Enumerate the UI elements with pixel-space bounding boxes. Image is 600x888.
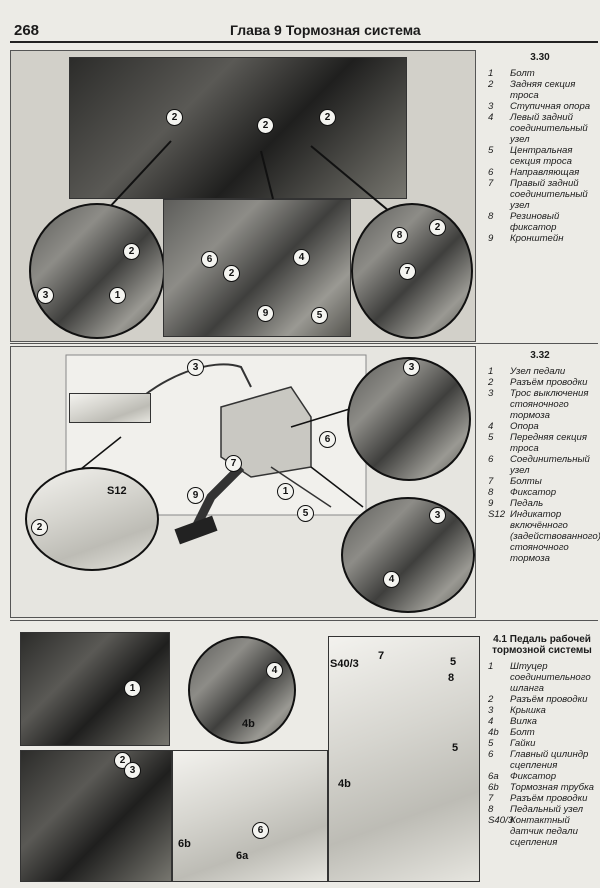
- callout-2: 2: [319, 109, 336, 126]
- callout-5: 5: [450, 656, 457, 668]
- callout-4: 4: [293, 249, 310, 266]
- callout-4: 4: [266, 662, 283, 679]
- callout-5: 5: [452, 742, 459, 754]
- handle-photo: [69, 393, 151, 423]
- callout-5: 5: [311, 307, 328, 324]
- callout-3: 3: [37, 287, 54, 304]
- fork-detail-photo: [188, 636, 296, 744]
- callout-3: 3: [124, 762, 141, 779]
- callout-4: 4: [383, 571, 400, 588]
- section-title-4-1: 4.1 Педаль рабочей тормозной системы: [492, 634, 592, 656]
- callout-3: 3: [429, 507, 446, 524]
- section-divider: [10, 620, 598, 621]
- detail-photo-spring: [347, 357, 471, 481]
- leader-lines: [105, 140, 390, 212]
- callout-2: 2: [123, 243, 140, 260]
- callout-2: 2: [429, 219, 446, 236]
- callout-6: 6: [201, 251, 218, 268]
- pedal-unit-drawing: [328, 636, 480, 882]
- figure-4-1: 1 2 3 4 4b 6 6b 6a S40/3 7 5 8 5 4b: [10, 628, 482, 882]
- callout-7: 7: [378, 650, 385, 662]
- chapter-title: Глава 9 Тормозная система: [230, 22, 421, 38]
- callout-2: 2: [166, 109, 183, 126]
- callout-9: 9: [187, 487, 204, 504]
- page-number: 268: [14, 22, 40, 39]
- detail-photo-left: [29, 203, 165, 339]
- figure-3-32: 3 3 6 7 1 9 5 2 S12 3 4: [10, 346, 476, 618]
- callout-3: 3: [187, 359, 204, 376]
- figure-label-3-32: 3.32: [530, 350, 550, 361]
- section-divider: [10, 343, 598, 344]
- switch-tag-s40-3: S40/3: [330, 658, 359, 670]
- callout-9: 9: [257, 305, 274, 322]
- callout-4b: 4b: [242, 718, 255, 730]
- callout-3: 3: [403, 359, 420, 376]
- callout-8: 8: [391, 227, 408, 244]
- callout-1: 1: [109, 287, 126, 304]
- callout-4b: 4b: [338, 778, 351, 790]
- detail-photo-support: [341, 497, 475, 613]
- detail-photo-switch: [25, 467, 159, 571]
- callout-7: 7: [225, 455, 242, 472]
- footwell-photo: [20, 750, 172, 882]
- callout-1: 1: [277, 483, 294, 500]
- header-rule: [10, 41, 598, 43]
- engine-bay-photo: [20, 632, 170, 746]
- callout-6: 6: [252, 822, 269, 839]
- figure-3-30: 2 2 2 2 1 3 6 2 4 9 5 8 2 7: [10, 50, 476, 342]
- callout-6: 6: [319, 431, 336, 448]
- callout-2: 2: [257, 117, 274, 134]
- callout-6a: 6a: [236, 850, 249, 862]
- master-cylinder-drawing: [172, 750, 328, 882]
- undercarriage-photo: [69, 57, 407, 199]
- callout-5: 5: [297, 505, 314, 522]
- callout-2: 2: [31, 519, 48, 536]
- callout-8: 8: [448, 672, 455, 684]
- switch-tag-s12: S12: [107, 485, 127, 497]
- callout-2: 2: [223, 265, 240, 282]
- callout-6b: 6b: [178, 838, 191, 850]
- figure-label-3-30: 3.30: [530, 52, 550, 63]
- callout-1: 1: [124, 680, 141, 697]
- callout-7: 7: [399, 263, 416, 280]
